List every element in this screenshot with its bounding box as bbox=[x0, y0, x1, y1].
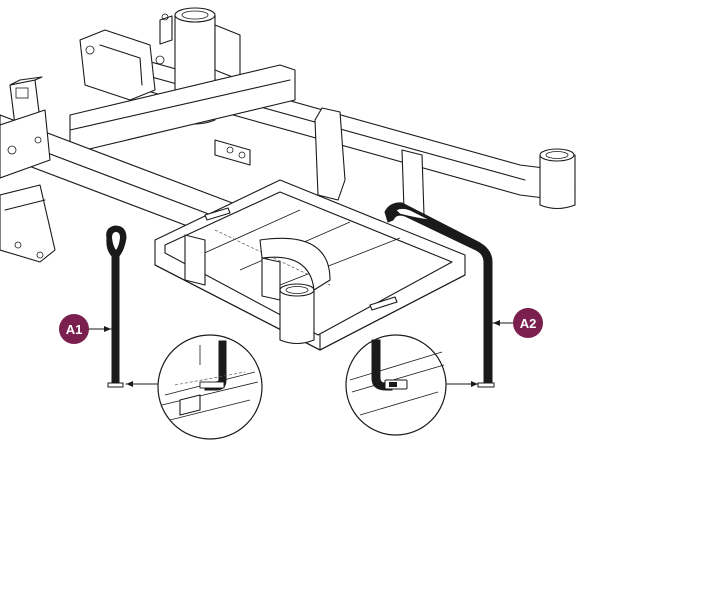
callout-a2-label: A2 bbox=[520, 316, 537, 331]
detail-view-left bbox=[157, 334, 263, 440]
strap-a2 bbox=[384, 202, 495, 388]
callout-a1-label: A1 bbox=[66, 322, 83, 337]
leader-lines bbox=[88, 320, 515, 387]
callout-a1: A1 bbox=[59, 314, 89, 344]
detail-view-right bbox=[345, 334, 447, 436]
strap-a1 bbox=[106, 225, 127, 388]
callout-a1-badge bbox=[59, 314, 89, 344]
lower-post bbox=[259, 237, 331, 345]
callout-a2-badge bbox=[513, 308, 543, 338]
callout-a2: A2 bbox=[513, 308, 543, 338]
